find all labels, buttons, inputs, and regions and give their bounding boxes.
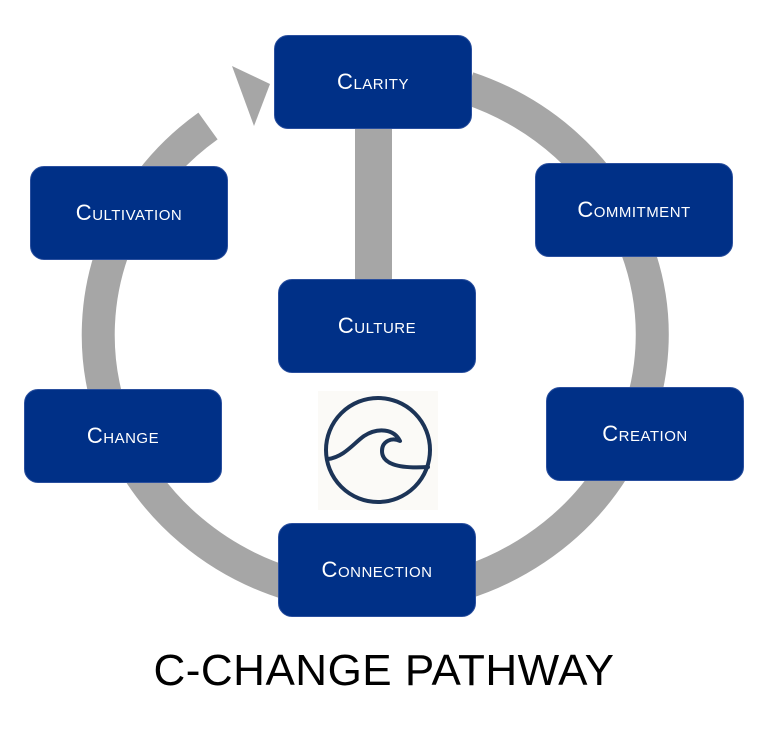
node-creation: Creation (546, 387, 744, 481)
node-change: Change (24, 389, 222, 483)
clarity-culture-connector (355, 125, 392, 283)
node-cultivation-label: Cultivation (75, 200, 183, 225)
logo (318, 391, 438, 510)
wave-in-circle-icon (324, 396, 432, 504)
cycle-arrowhead-icon (232, 66, 270, 126)
node-clarity-label: Clarity (337, 69, 409, 94)
node-culture-label: Culture (337, 313, 417, 338)
node-connection-label: Connection (321, 557, 433, 582)
node-clarity: Clarity (274, 35, 472, 129)
node-creation-label: Creation (602, 421, 688, 446)
node-commitment: Commitment (535, 163, 733, 257)
node-commitment-label: Commitment (577, 197, 691, 222)
node-cultivation: Cultivation (30, 166, 228, 260)
node-culture: Culture (278, 279, 476, 373)
node-change-label: Change (86, 423, 160, 448)
node-connection: Connection (278, 523, 476, 617)
page-title: C-CHANGE PATHWAY (153, 646, 615, 695)
